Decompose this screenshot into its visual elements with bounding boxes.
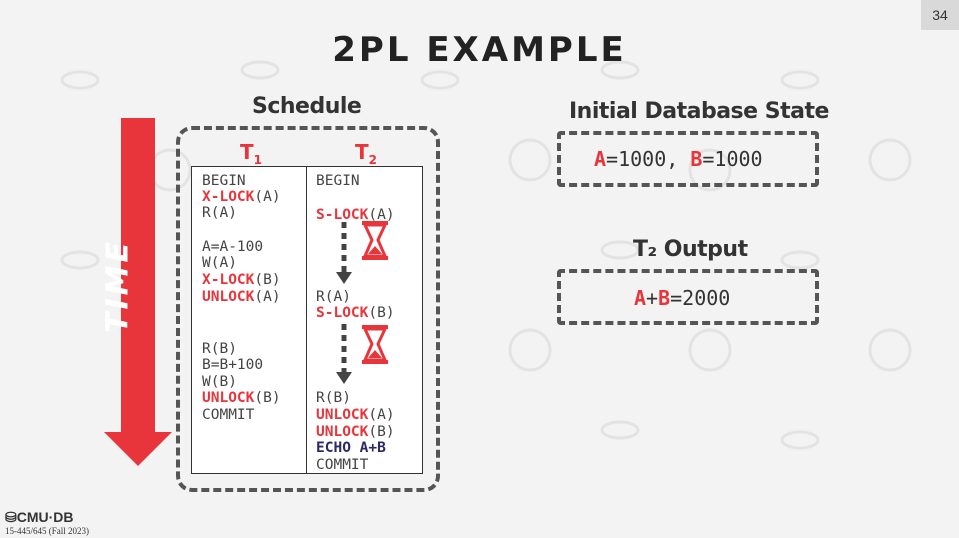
- t2-op: UNLOCK(A): [316, 407, 395, 423]
- op-segment: S-LOCK: [316, 305, 369, 321]
- schedule-table: BEGIN X-LOCK(A) R(A) A=A-100 W(A) X-LOCK…: [191, 166, 423, 474]
- t1-header-sub: 1: [253, 153, 263, 167]
- op-segment: ECHO A+B: [316, 440, 386, 456]
- op-segment: (B): [254, 390, 281, 406]
- t2-op: BEGIN: [316, 173, 360, 189]
- t2-op: S-LOCK(B): [316, 305, 395, 321]
- t1-op: UNLOCK(A): [202, 289, 281, 305]
- op-segment: A: [634, 286, 647, 310]
- time-arrow: [104, 118, 172, 466]
- initial-state-label: Initial Database State: [569, 99, 829, 124]
- t2-op: S-LOCK(A): [316, 207, 395, 223]
- t1-op: BEGIN: [202, 173, 246, 189]
- t1-op: R(B): [202, 341, 237, 357]
- op-segment: R(A): [202, 205, 237, 221]
- t1-op: UNLOCK(B): [202, 390, 281, 406]
- op-segment: R(B): [202, 341, 237, 357]
- t2-header-sub: 2: [368, 153, 378, 167]
- op-segment: UNLOCK: [202, 289, 255, 305]
- t1-op: B=B+100: [202, 357, 263, 373]
- op-segment: UNLOCK: [316, 407, 369, 423]
- initial-state-value: A=1000, B=1000: [594, 147, 763, 171]
- cmu-db-logo: ⛁CMU·DB: [5, 509, 74, 526]
- logo-text: CMU·DB: [16, 509, 74, 525]
- hourglass-icon: [362, 325, 388, 364]
- op-segment: W(B): [202, 374, 237, 390]
- t1-op: W(A): [202, 255, 237, 271]
- op-segment: BEGIN: [202, 173, 246, 189]
- op-segment: COMMIT: [202, 407, 255, 423]
- schedule-dashed-box: [176, 126, 440, 492]
- hourglass-icon: [362, 221, 388, 260]
- t2-output-label: T₂ Output: [633, 237, 748, 262]
- op-segment: =2000: [670, 286, 731, 310]
- t1-op: COMMIT: [202, 407, 254, 423]
- t2-op: R(A): [316, 289, 351, 305]
- op-segment: B: [690, 147, 703, 171]
- op-segment: A: [594, 147, 607, 171]
- t1-op: X-LOCK(B): [202, 272, 281, 288]
- op-segment: (B): [254, 272, 281, 288]
- initial-state-box: [557, 131, 819, 187]
- t1-op: W(B): [202, 374, 237, 390]
- op-segment: S-LOCK: [316, 207, 369, 223]
- t1-header-t: T: [240, 140, 254, 164]
- t2-output-box: [557, 269, 819, 325]
- op-segment: =1000,: [606, 147, 691, 171]
- t2-op: UNLOCK(B): [316, 424, 395, 440]
- database-logo-icon: ⛁: [5, 509, 17, 525]
- op-segment: UNLOCK: [202, 390, 255, 406]
- op-segment: BEGIN: [316, 173, 360, 189]
- t2-output-value: A+B=2000: [634, 286, 730, 310]
- op-segment: X-LOCK: [202, 189, 255, 205]
- op-segment: (B): [368, 424, 395, 440]
- t2-op: COMMIT: [316, 457, 368, 473]
- op-segment: (A): [368, 407, 395, 423]
- op-segment: (A): [368, 207, 395, 223]
- t2-op: ECHO A+B: [316, 440, 386, 456]
- t2-op: R(B): [316, 390, 351, 406]
- column-divider: [306, 167, 307, 473]
- op-segment: R(A): [316, 289, 351, 305]
- op-segment: (B): [368, 305, 395, 321]
- t2-header: T2: [355, 140, 377, 167]
- dashed-arrow-down: [336, 324, 352, 384]
- op-segment: W(A): [202, 255, 237, 271]
- op-segment: B=B+100: [202, 357, 264, 373]
- op-segment: =1000: [702, 147, 763, 171]
- op-segment: COMMIT: [316, 457, 369, 473]
- op-segment: X-LOCK: [202, 272, 255, 288]
- op-segment: B: [658, 286, 671, 310]
- page-title: 2PL EXAMPLE: [332, 30, 627, 70]
- op-segment: (A): [254, 289, 281, 305]
- t1-header: T1: [240, 140, 262, 167]
- op-segment: (A): [254, 189, 281, 205]
- op-segment: +: [646, 286, 659, 310]
- t1-op: X-LOCK(A): [202, 189, 281, 205]
- op-segment: R(B): [316, 390, 351, 406]
- course-label: 15-445/645 (Fall 2023): [5, 526, 89, 536]
- t1-op: R(A): [202, 205, 237, 221]
- page-number: 34: [921, 0, 959, 30]
- schedule-label: Schedule: [252, 94, 362, 119]
- op-segment: UNLOCK: [316, 424, 369, 440]
- t1-op: A=A-100: [202, 239, 263, 255]
- t2-header-t: T: [355, 140, 369, 164]
- dashed-arrow-down: [336, 222, 352, 284]
- op-segment: A=A-100: [202, 239, 264, 255]
